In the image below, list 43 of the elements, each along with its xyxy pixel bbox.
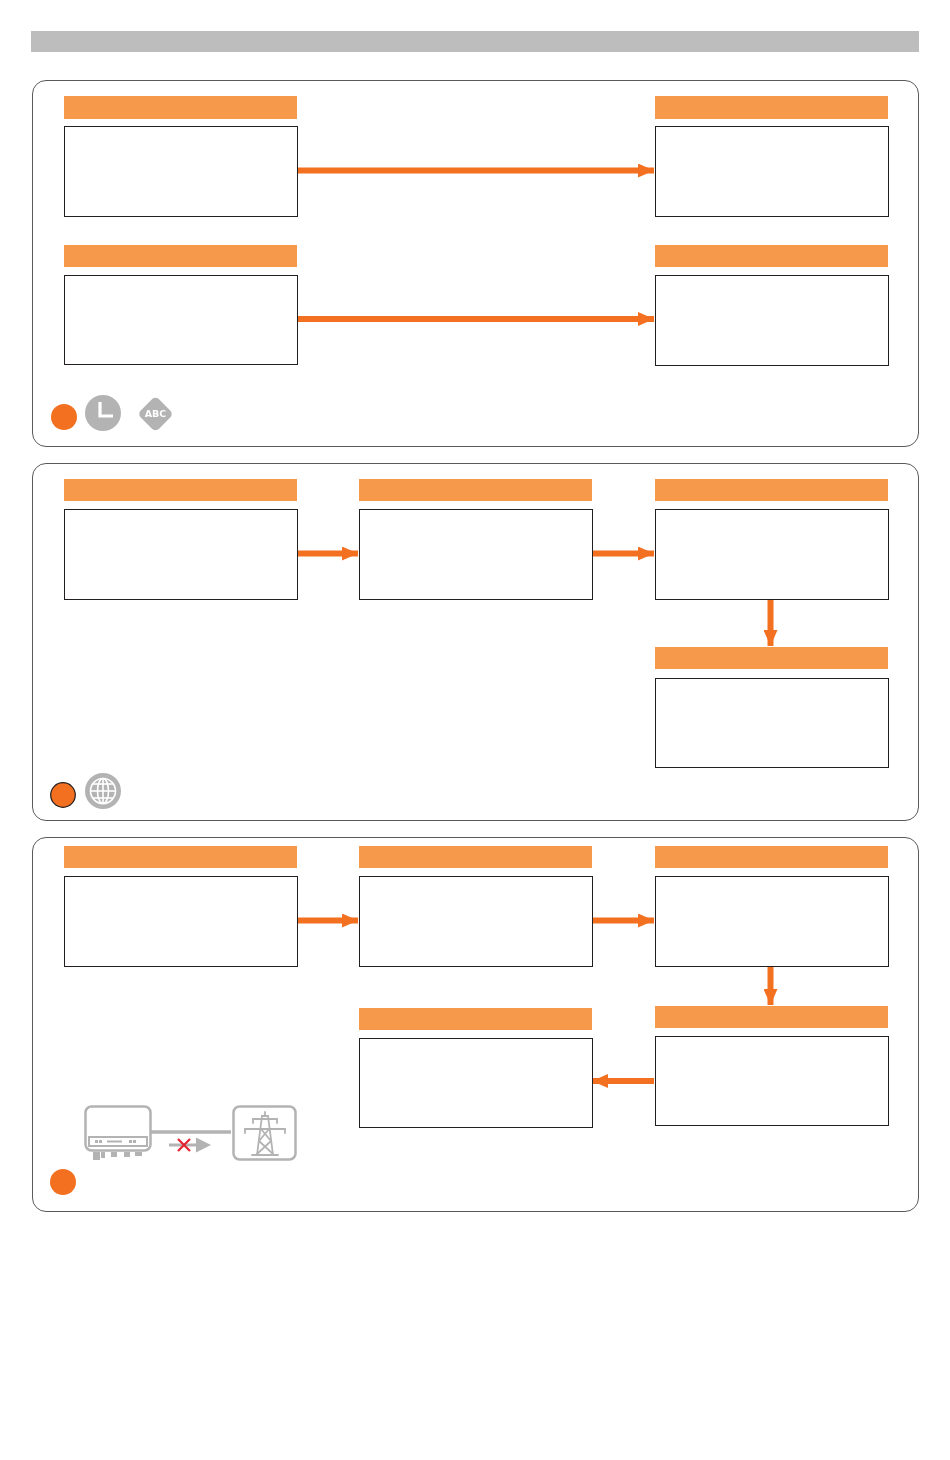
content-box xyxy=(655,275,889,366)
text-diamond: ABC xyxy=(136,395,175,433)
heading-bar xyxy=(359,479,592,501)
content-box xyxy=(655,126,889,217)
arrow xyxy=(763,966,778,1005)
arrow xyxy=(297,312,654,326)
arrow xyxy=(297,546,358,561)
heading-bar xyxy=(655,1006,888,1028)
heading-bar xyxy=(359,846,592,868)
content-box xyxy=(359,1038,593,1128)
arrow xyxy=(592,1074,654,1088)
content-box xyxy=(655,509,889,600)
step-panel xyxy=(32,80,919,447)
arrow xyxy=(763,599,778,646)
content-box xyxy=(655,678,889,768)
heading-bar xyxy=(655,96,888,119)
heading-bar xyxy=(64,96,297,119)
content-box xyxy=(64,275,298,365)
power-pylon-picture xyxy=(232,1105,297,1161)
content-box xyxy=(64,876,298,967)
heading-bar xyxy=(64,846,297,868)
step-panel xyxy=(32,837,919,1212)
arrow xyxy=(592,546,654,561)
content-box xyxy=(655,876,889,967)
content-box xyxy=(64,126,298,217)
heading-bar xyxy=(655,647,888,669)
arrow xyxy=(297,913,358,928)
heading-bar xyxy=(359,1008,592,1030)
heading-bar xyxy=(64,479,297,501)
heading-bar xyxy=(64,245,297,267)
arrow xyxy=(297,163,654,178)
content-box xyxy=(64,509,298,600)
content-box xyxy=(359,876,593,967)
title-bar xyxy=(31,31,919,52)
heading-bar xyxy=(655,479,888,501)
step-panel xyxy=(32,463,919,821)
heading-bar xyxy=(655,846,888,868)
connector-line xyxy=(151,1130,231,1134)
heading-bar xyxy=(655,245,888,267)
content-box xyxy=(655,1036,889,1126)
inverter-picture xyxy=(84,1105,152,1163)
arrow xyxy=(592,913,654,928)
content-box xyxy=(359,509,593,600)
